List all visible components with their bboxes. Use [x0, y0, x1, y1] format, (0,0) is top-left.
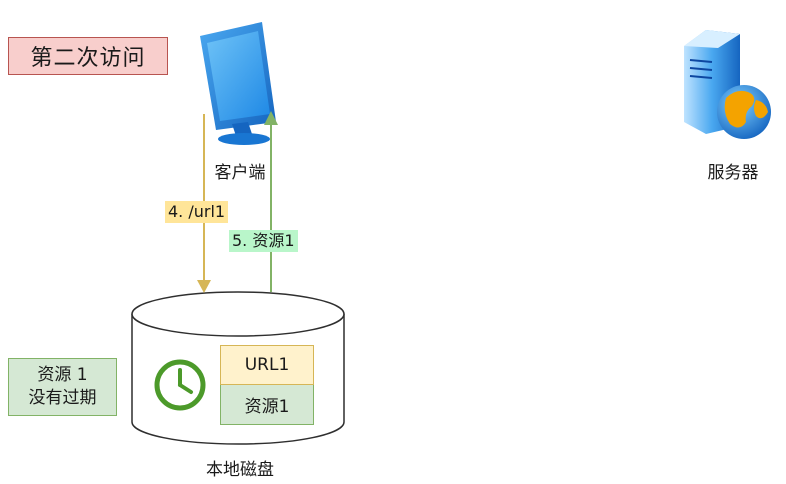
clock-icon	[154, 359, 206, 411]
note-line-2: 没有过期	[28, 388, 97, 408]
monitor-icon	[200, 22, 276, 145]
client-label: 客户端	[214, 163, 266, 183]
expiry-note: 资源 1 没有过期	[8, 358, 117, 416]
response-label: 5. 资源1	[229, 230, 298, 252]
cache-key-cell: URL1	[220, 345, 314, 385]
server-label: 服务器	[707, 163, 759, 183]
request-arrow	[197, 114, 211, 293]
request-label: 4. /url1	[165, 201, 229, 223]
server-globe-icon	[684, 30, 771, 139]
note-line-1: 资源 1	[37, 365, 88, 385]
response-arrow	[264, 111, 278, 292]
cache-value-cell: 资源1	[220, 385, 314, 425]
disk-label: 本地磁盘	[206, 460, 274, 480]
page-title: 第二次访问	[8, 37, 168, 75]
